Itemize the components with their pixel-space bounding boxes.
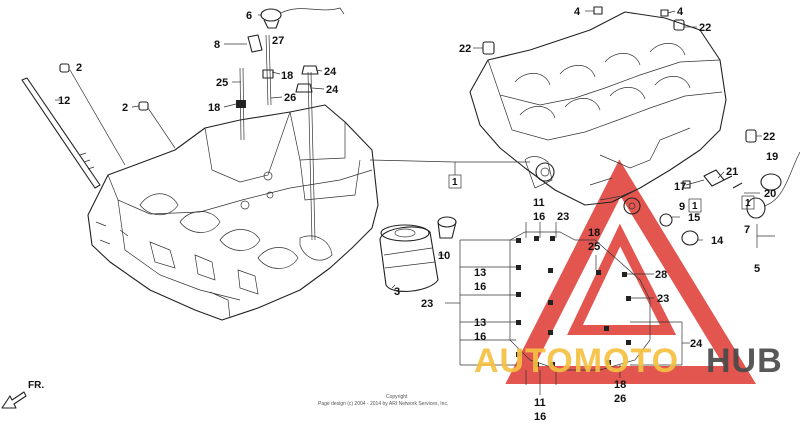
callout-labels: 6 27 8 18 25 18 24 24 26 2 2 12 4 4 22 2… bbox=[58, 6, 778, 423]
ref-box-label: 1 bbox=[452, 177, 458, 188]
callout-2: 2 bbox=[122, 102, 128, 114]
callout-24: 24 bbox=[324, 66, 337, 78]
callout-19: 19 bbox=[766, 151, 778, 163]
callout-18: 18 bbox=[614, 379, 626, 391]
dowel-pins-drawing bbox=[59, 63, 149, 111]
front-arrow-icon bbox=[1, 391, 27, 409]
watermark-text-part2: HUB bbox=[706, 342, 783, 380]
callout-16: 16 bbox=[533, 211, 545, 223]
callout-22: 22 bbox=[699, 22, 711, 34]
callout-23: 23 bbox=[657, 293, 669, 305]
boxed-reference-labels: 1 1 1 bbox=[448, 174, 755, 213]
callout-26: 26 bbox=[284, 92, 296, 104]
callout-24: 24 bbox=[690, 338, 703, 350]
leader-lines bbox=[55, 10, 775, 395]
callout-16: 16 bbox=[474, 331, 486, 343]
ref-box-label: 1 bbox=[745, 198, 751, 209]
callout-25: 25 bbox=[216, 77, 228, 89]
filter-bolt-drawing bbox=[437, 216, 457, 239]
callout-6: 6 bbox=[246, 10, 252, 22]
callout-7: 7 bbox=[744, 224, 750, 236]
callout-21: 21 bbox=[726, 166, 738, 178]
callout-18: 18 bbox=[208, 102, 220, 114]
watermark-wordmark: AUTOMOTO HUB bbox=[474, 342, 783, 380]
callout-23: 23 bbox=[421, 298, 433, 310]
callout-22: 22 bbox=[459, 43, 471, 55]
callout-26: 26 bbox=[614, 393, 626, 405]
callout-3: 3 bbox=[394, 286, 400, 298]
callout-14: 14 bbox=[711, 235, 724, 247]
callout-9: 9 bbox=[679, 201, 685, 213]
callout-18: 18 bbox=[281, 70, 293, 82]
callout-4: 4 bbox=[574, 6, 581, 18]
copyright-notice: Copyright Page design (c) 2004 - 2014 by… bbox=[318, 394, 448, 407]
long-stud-bolt-drawing bbox=[21, 77, 101, 189]
callout-15: 15 bbox=[688, 212, 700, 224]
callout-23: 23 bbox=[557, 211, 569, 223]
callout-8: 8 bbox=[214, 39, 220, 51]
lower-crankcase-drawing bbox=[87, 104, 379, 321]
ref-box bbox=[448, 174, 462, 189]
callout-17: 17 bbox=[674, 181, 686, 193]
callout-11: 11 bbox=[534, 397, 546, 409]
callout-12: 12 bbox=[58, 95, 70, 107]
watermark-triangle-logo bbox=[505, 159, 757, 384]
callout-13: 13 bbox=[474, 267, 486, 279]
callout-5: 5 bbox=[754, 263, 760, 275]
callout-28: 28 bbox=[655, 269, 667, 281]
front-label: FR. bbox=[28, 380, 44, 391]
callout-25: 25 bbox=[588, 241, 600, 253]
callout-2: 2 bbox=[76, 62, 82, 74]
callout-18: 18 bbox=[588, 227, 600, 239]
copyright-text: Page design (c) 2004 - 2014 by ARI Netwo… bbox=[318, 401, 448, 407]
callout-20: 20 bbox=[764, 188, 776, 200]
ref-box-label: 1 bbox=[692, 201, 698, 212]
callout-10: 10 bbox=[438, 250, 450, 262]
callout-11: 11 bbox=[533, 197, 545, 209]
front-direction-indicator: FR. bbox=[1, 380, 44, 409]
callout-13: 13 bbox=[474, 317, 486, 329]
oil-pressure-switch-drawing bbox=[236, 7, 345, 241]
callout-16: 16 bbox=[474, 281, 486, 293]
ref-box bbox=[688, 198, 702, 213]
oil-filter-drawing bbox=[379, 224, 439, 292]
copyright-title: Copyright bbox=[386, 394, 408, 400]
upper-crankcase-drawing bbox=[469, 11, 727, 215]
callout-4: 4 bbox=[677, 6, 684, 18]
callout-27: 27 bbox=[272, 35, 284, 47]
callout-24: 24 bbox=[326, 84, 339, 96]
callout-16: 16 bbox=[534, 411, 546, 423]
bolt-set-drawing bbox=[509, 231, 651, 371]
callout-22: 22 bbox=[763, 131, 775, 143]
watermark-text-part1: AUTOMOTO bbox=[474, 342, 679, 380]
ref-box bbox=[741, 195, 755, 210]
